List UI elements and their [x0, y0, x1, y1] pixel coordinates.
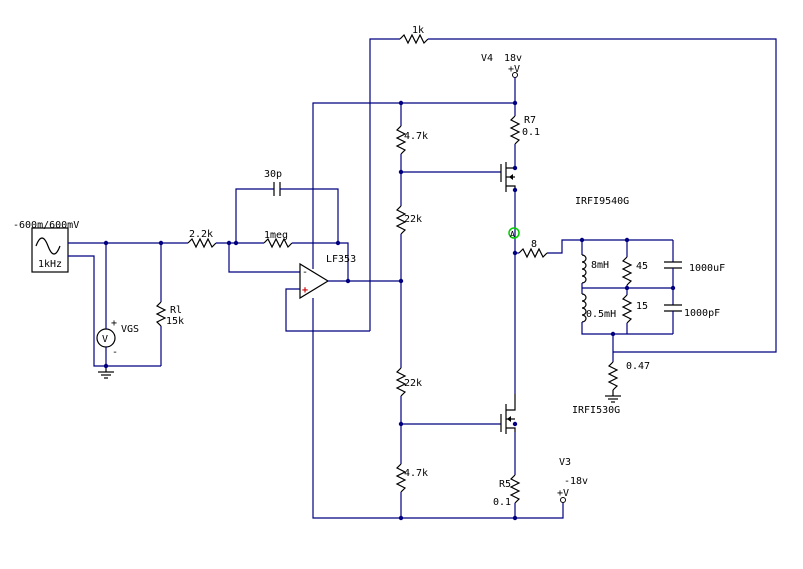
v3-name-label: V3 [559, 457, 571, 468]
feedback-resistor [263, 237, 293, 249]
voltmeter-name-label: VGS [121, 324, 139, 335]
r5-value-label: 0.1 [493, 497, 511, 508]
inductor-8mh [581, 254, 587, 284]
global-feedback-wire [369, 33, 777, 353]
r7-value-label: 0.1 [522, 127, 540, 138]
voltmeter-minus-label: - [112, 347, 118, 358]
inverting-input-wire [228, 243, 300, 273]
r45-resistor [621, 256, 633, 286]
cap-feedback-left-wire [235, 188, 274, 243]
r45-label: 45 [636, 261, 648, 272]
noninverting-input-wire [285, 288, 370, 332]
inductor-8mh-label: 8mH [591, 260, 609, 271]
cap-feedback-right-wire [280, 188, 339, 243]
c1-label: 1000uF [689, 263, 725, 274]
rl-name-label: Rl [170, 305, 182, 316]
bias-resistor-top-outer-label: 4.7k [404, 131, 428, 142]
r5-resistor [509, 474, 521, 504]
bias-resistor-top-inner-label: 22k [404, 214, 422, 225]
feedback-to-output-wire [292, 242, 349, 280]
r5-name-label: R5 [499, 479, 511, 490]
load-top-wire [547, 239, 673, 254]
v4-value-label: 18v [504, 53, 522, 64]
input-resistor-label: 2.2k [189, 229, 213, 240]
bias-resistor-bottom-outer [395, 463, 407, 493]
opamp-inverting-sign: - [302, 267, 308, 278]
bias-resistor-bottom-outer-label: 4.7k [404, 468, 428, 479]
source-return-wire [68, 255, 106, 367]
c2-label: 1000pF [684, 308, 720, 319]
ground-symbol-output [605, 390, 621, 403]
crossover-bottom-wire [581, 322, 673, 335]
pmos-label: IRFI9540G [575, 196, 629, 207]
v3-plus-label: +V [557, 488, 569, 499]
function-generator[interactable] [31, 227, 69, 273]
bias-resistor-bottom-inner-label: 22k [404, 378, 422, 389]
r15-resistor [621, 294, 633, 324]
opamp[interactable] [299, 262, 330, 300]
pmos-transistor[interactable] [500, 162, 516, 192]
bottom-rail-wire [312, 298, 564, 519]
r7-name-label: R7 [524, 115, 536, 126]
feedback-resistor-label: 1meg [264, 230, 288, 241]
probe-label: A [510, 230, 515, 239]
r7-resistor [509, 115, 521, 145]
bias-resistor-bottom-inner [395, 367, 407, 397]
feedback-cap-label: 30p [264, 169, 282, 180]
v4-name-label: V4 [481, 53, 493, 64]
global-feedback-resistor-label: 1k [412, 25, 424, 36]
v3-terminal[interactable] [560, 497, 566, 503]
source-amplitude-label: -600m/600mV [13, 220, 79, 231]
r047-label: 0.47 [626, 361, 650, 372]
voltmeter-plus-label: + [111, 318, 117, 329]
junction-dots [103, 100, 676, 521]
input-resistor [187, 237, 217, 249]
nmos-label: IRFI530G [572, 405, 620, 416]
load-resistor [518, 247, 548, 259]
load-resistor-label: 8 [531, 239, 537, 250]
svg-text:V: V [102, 334, 108, 345]
rl-value-label: 15k [166, 316, 184, 327]
source-frequency-label: 1kHz [38, 259, 62, 270]
voltmeter[interactable]: V [96, 328, 116, 348]
inductor-05mh-label: 0.5mH [586, 309, 616, 320]
r15-label: 15 [636, 301, 648, 312]
top-rail-wire [312, 102, 515, 269]
inductor-05mh [581, 293, 587, 323]
probe-marker[interactable] [508, 227, 520, 239]
bias-resistor-top-outer [395, 125, 407, 155]
rl-resistor [155, 301, 167, 327]
bias-resistor-top-inner [395, 205, 407, 235]
v4-plus-label: +V [508, 64, 520, 75]
opamp-label: LF353 [326, 254, 356, 265]
r047-resistor [607, 361, 619, 391]
v3-value-label: -18v [564, 476, 588, 487]
v4-terminal[interactable] [512, 72, 518, 78]
nmos-transistor[interactable] [500, 394, 516, 434]
opamp-noninverting-sign: + [302, 285, 308, 296]
